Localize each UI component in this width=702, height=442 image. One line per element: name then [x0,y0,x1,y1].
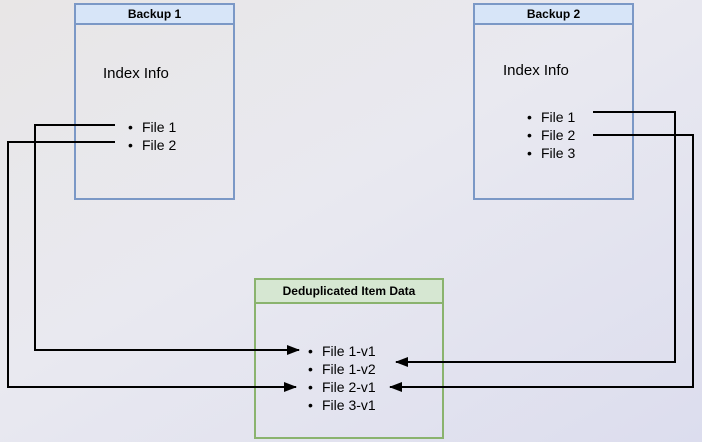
backup1-box: Backup 1 Index Info File 1 File 2 [74,3,235,200]
backup2-index-label: Index Info [503,62,569,79]
backup2-file-2: File 2 [527,126,575,144]
backup2-box: Backup 2 Index Info File 1 File 2 File 3 [473,3,634,200]
dedup-item-file2-v1: File 2-v1 [308,378,376,396]
backup2-file-3: File 3 [527,144,575,162]
backup1-file-2: File 2 [128,136,176,154]
backup1-file-list: File 1 File 2 [128,118,176,154]
backup1-index-label: Index Info [103,65,169,82]
backup1-header: Backup 1 [76,5,233,25]
dedup-item-file3-v1: File 3-v1 [308,396,376,414]
backup2-header: Backup 2 [475,5,632,25]
dedup-item-file1-v1: File 1-v1 [308,342,376,360]
dedup-box: Deduplicated Item Data File 1-v1 File 1-… [254,278,444,439]
dedup-item-list: File 1-v1 File 1-v2 File 2-v1 File 3-v1 [308,342,376,414]
backup2-file-1: File 1 [527,108,575,126]
backup1-file-1: File 1 [128,118,176,136]
dedup-header: Deduplicated Item Data [256,280,442,304]
dedup-item-file1-v2: File 1-v2 [308,360,376,378]
backup2-file-list: File 1 File 2 File 3 [527,108,575,162]
